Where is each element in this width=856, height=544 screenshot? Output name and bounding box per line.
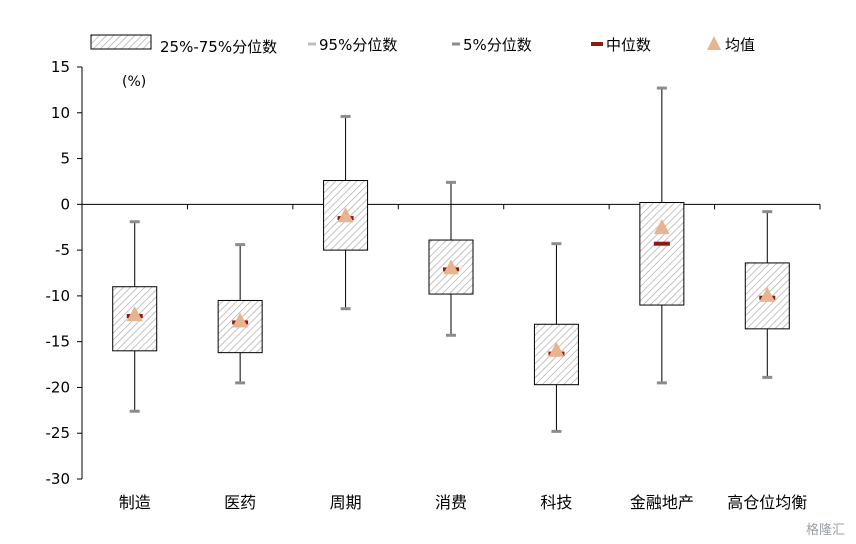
unit-label: (%) (122, 74, 146, 90)
iqr-box (323, 180, 369, 251)
mean-marker (653, 219, 670, 235)
axes: 15 10 5 0 -5 -10 -15 -20 -25 -30 (46, 58, 821, 488)
category-label: 制造 (119, 493, 151, 512)
legend-label-median: 中位数 (606, 36, 651, 54)
category-label: 医药 (224, 493, 256, 512)
category-label: 消费 (435, 493, 467, 512)
mean-marker (232, 312, 249, 328)
category-label: 周期 (330, 493, 362, 512)
box-group: 医药 (217, 243, 263, 512)
mean-marker (126, 306, 143, 322)
box-group: 金融地产 (630, 86, 694, 512)
y-tick-label: -15 (46, 333, 71, 351)
y-tick-label: -20 (46, 378, 71, 396)
legend-label-iqr: 25%-75%分位数 (160, 38, 277, 56)
legend-mean-swatch (707, 36, 721, 50)
boxes: 制造 医药 周期 消费 科技 金融地产 高仓位均衡 (112, 86, 807, 512)
category-label: 科技 (540, 493, 572, 512)
legend-label-p5: 5%分位数 (463, 36, 532, 54)
iqr-box (639, 202, 685, 306)
y-tick-label: 5 (60, 150, 70, 168)
box-group: 制造 (112, 220, 158, 512)
y-tick-label: -5 (55, 241, 70, 259)
box-group: 高仓位均衡 (727, 210, 807, 512)
legend-median-swatch (591, 42, 603, 46)
legend: 25%-75%分位数 95%分位数 5%分位数 中位数 均值 (90, 34, 755, 56)
box-group: 科技 (533, 242, 579, 512)
y-tick-label: 15 (51, 58, 70, 76)
legend-box-swatch (90, 34, 152, 50)
y-tick-label: 0 (60, 195, 70, 213)
legend-label-p95: 95%分位数 (319, 36, 397, 54)
y-tick-label: -10 (46, 287, 71, 305)
category-label: 金融地产 (630, 493, 694, 512)
mean-marker (337, 207, 354, 223)
y-tick-label: 10 (51, 104, 70, 122)
legend-label-mean: 均值 (725, 36, 755, 54)
watermark-text: 格隆汇 (806, 522, 845, 538)
median-marker (653, 241, 670, 246)
mean-marker (443, 259, 459, 275)
box-group: 周期 (323, 114, 369, 512)
mean-marker (548, 341, 565, 357)
y-tick-label: -30 (46, 470, 71, 488)
mean-marker (759, 286, 776, 302)
y-tick-label: -25 (46, 424, 71, 442)
box-group: 消费 (428, 180, 474, 512)
category-label: 高仓位均衡 (727, 493, 807, 512)
